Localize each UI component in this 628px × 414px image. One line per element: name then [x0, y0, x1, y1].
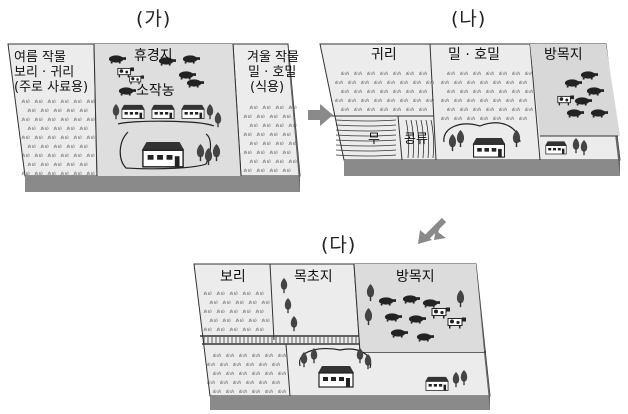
panel-title-na: (나) — [451, 4, 486, 31]
house-icon — [318, 366, 354, 387]
label-meadow: 목초지 — [294, 270, 333, 285]
label-winter-crops-1: 겨울 작물 — [247, 50, 299, 65]
field-side — [25, 176, 300, 192]
panel-da — [194, 264, 490, 410]
house-icon — [121, 105, 144, 119]
label-barley: 보리 — [220, 270, 246, 285]
label-tenant: 소작농 — [136, 84, 175, 99]
field-side — [344, 160, 620, 176]
label-winter-crops-3: (식용) — [250, 80, 284, 95]
label-wheat-rye: 밀 · 호밀 — [448, 48, 500, 63]
arrow-down-left-icon — [418, 220, 446, 244]
house-icon — [151, 105, 174, 119]
label-oats: 귀리 — [371, 48, 397, 63]
label-turnip: 무 — [368, 132, 380, 147]
panel-title-ga: (가) — [136, 4, 171, 31]
panel-title-da: (다) — [321, 230, 356, 257]
label-pasture-na: 방목지 — [544, 48, 583, 63]
arrow-right-icon — [308, 104, 333, 126]
field-side — [210, 396, 490, 410]
label-fallow: 휴경지 — [134, 49, 173, 64]
house-icon — [181, 105, 204, 119]
house-icon — [473, 138, 506, 157]
panel-na — [320, 44, 620, 183]
label-legumes: 콩류 — [404, 132, 428, 147]
label-pasture-da: 방목지 — [396, 270, 435, 285]
label-summer-crops-1: 여름 작물 — [14, 50, 66, 65]
label-summer-crops-2: 보리 · 귀리 — [14, 65, 74, 80]
label-winter-crops-2: 밀 · 호밀 — [248, 65, 296, 80]
house-icon — [545, 141, 567, 154]
house-icon — [142, 142, 185, 167]
house-icon — [425, 377, 448, 391]
label-summer-crops-3: (주로 사료용) — [14, 80, 88, 95]
